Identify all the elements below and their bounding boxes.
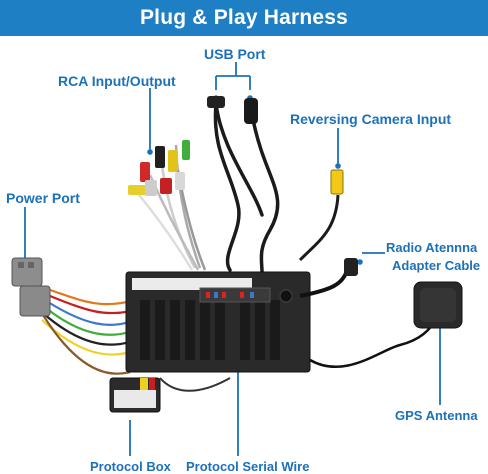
usb-plug-left <box>207 96 225 108</box>
protocol-box-label: Protocol Box <box>90 459 171 474</box>
head-unit <box>126 272 310 372</box>
protocol-serial-wire-label: Protocol Serial Wire <box>186 459 309 474</box>
camera-rca-yellow <box>331 170 343 194</box>
radio-antenna-label-line1: Radio Atennna <box>386 240 477 255</box>
power-port-label: Power Port <box>6 190 80 206</box>
gps-antenna-top <box>420 288 456 322</box>
reversing-camera-label: Reversing Camera Input <box>290 111 451 127</box>
protocol-box <box>110 378 230 412</box>
usb-cables <box>215 104 277 272</box>
radio-antenna-label-line2: Adapter Cable <box>392 258 480 273</box>
gps-antenna-label: GPS Antenna <box>395 408 478 423</box>
rca-connectors <box>128 140 205 270</box>
power-connector <box>12 258 135 374</box>
radio-plug <box>344 258 358 276</box>
usb-port-label: USB Port <box>204 46 265 62</box>
camera-cable <box>300 195 338 260</box>
usb-plug-right <box>244 98 258 124</box>
rca-label: RCA Input/Output <box>58 73 176 89</box>
